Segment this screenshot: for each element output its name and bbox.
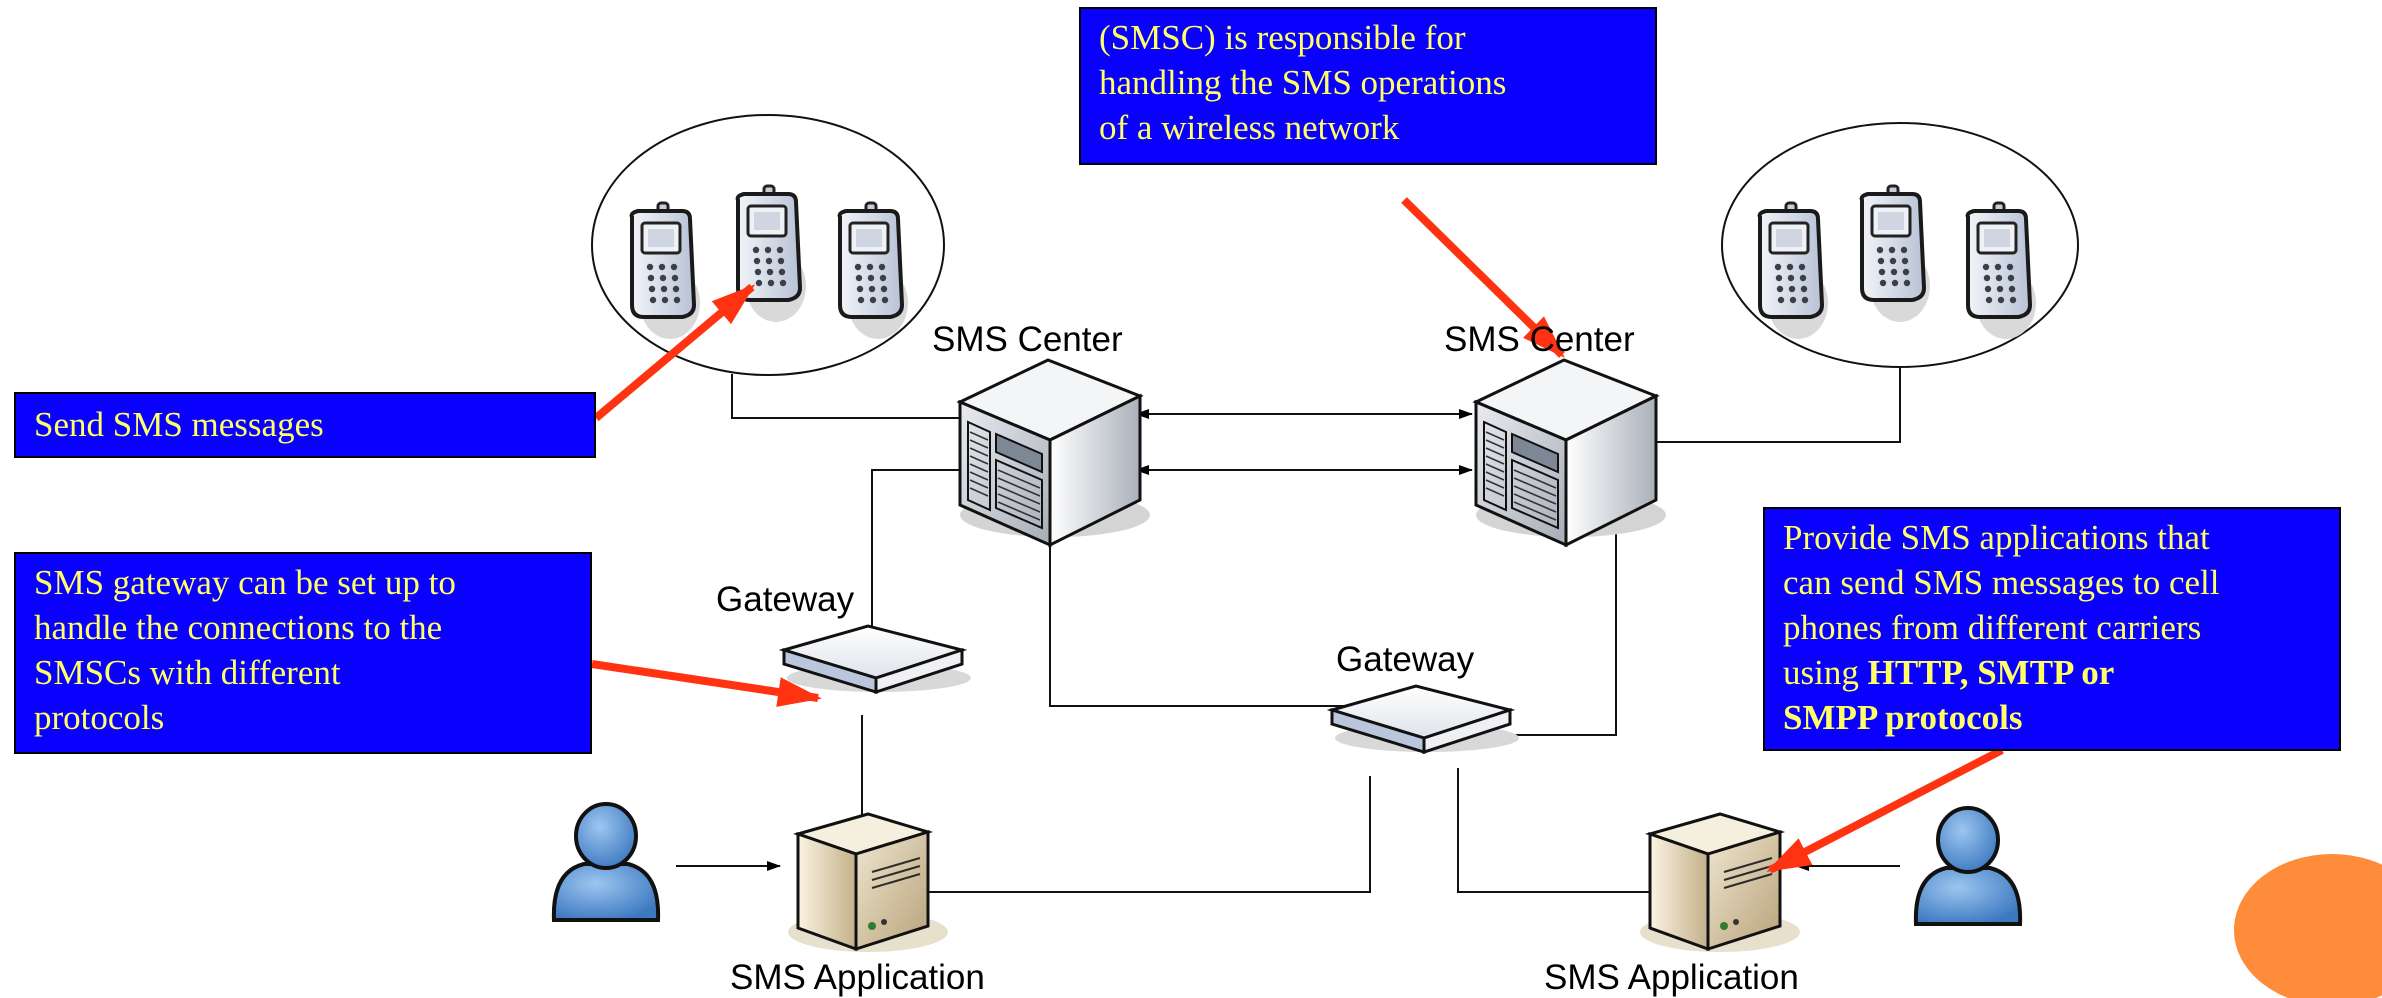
gateway-router-icon [1330,684,1521,754]
cell-phone-icon [1859,184,1932,324]
sms-center-label-left: SMS Center [932,320,1123,359]
server-icon [958,358,1152,547]
cell-phone-icon [1965,201,2038,341]
callout-line: handle the connections to the [34,608,443,647]
connection-lines [676,366,1901,893]
callout-line: of a wireless network [1099,108,1400,147]
callout-line: handling the SMS operations [1099,63,1507,102]
sms-applications-callout: Provide SMS applications that can send S… [1763,507,2341,751]
send-sms-callout: Send SMS messages [14,392,596,458]
sms-application-label-right: SMS Application [1544,958,1799,997]
slide-decoration-circle [2234,854,2382,998]
cell-phone-icon [735,184,808,324]
protocols-emphasis: SMPP protocols [1783,698,2023,737]
gateway-callout: SMS gateway can be set up to handle the … [14,552,592,754]
user-icon [551,802,661,922]
callout-line: (SMSC) is responsible for [1099,18,1466,57]
cell-phone-icon [837,201,910,341]
cell-phone-icon [629,201,702,341]
app-server-icon [786,812,950,954]
sms-center-label-right: SMS Center [1444,320,1635,359]
callout-line: SMS gateway can be set up to [34,563,456,602]
gateway-label-right: Gateway [1336,640,1475,679]
cell-phone-icon [1757,201,1830,341]
callout-line: protocols [34,698,165,737]
callout-line: SMPP protocols [1783,695,2321,740]
callout-line: SMSCs with different [34,653,341,692]
callout-line: can send SMS messages to cell [1783,563,2220,602]
callout-line: phones from different carriers [1783,608,2202,647]
callout-line: Provide SMS applications that [1783,518,2210,557]
server-icon [1474,358,1668,547]
user-icon [1913,806,2023,926]
sms-application-label-left: SMS Application [730,958,985,997]
gateway-router-icon [782,624,973,694]
callout-arrows [591,197,2004,874]
callout-text: using [1783,653,1868,692]
callout-line: using HTTP, SMTP or [1783,650,2321,695]
protocols-emphasis: HTTP, SMTP or [1867,653,2115,692]
app-server-icon [1638,812,1802,954]
callout-line: Send SMS messages [34,405,324,444]
smsc-callout: (SMSC) is responsible for handling the S… [1079,7,1657,165]
gateway-label-left: Gateway [716,580,855,619]
